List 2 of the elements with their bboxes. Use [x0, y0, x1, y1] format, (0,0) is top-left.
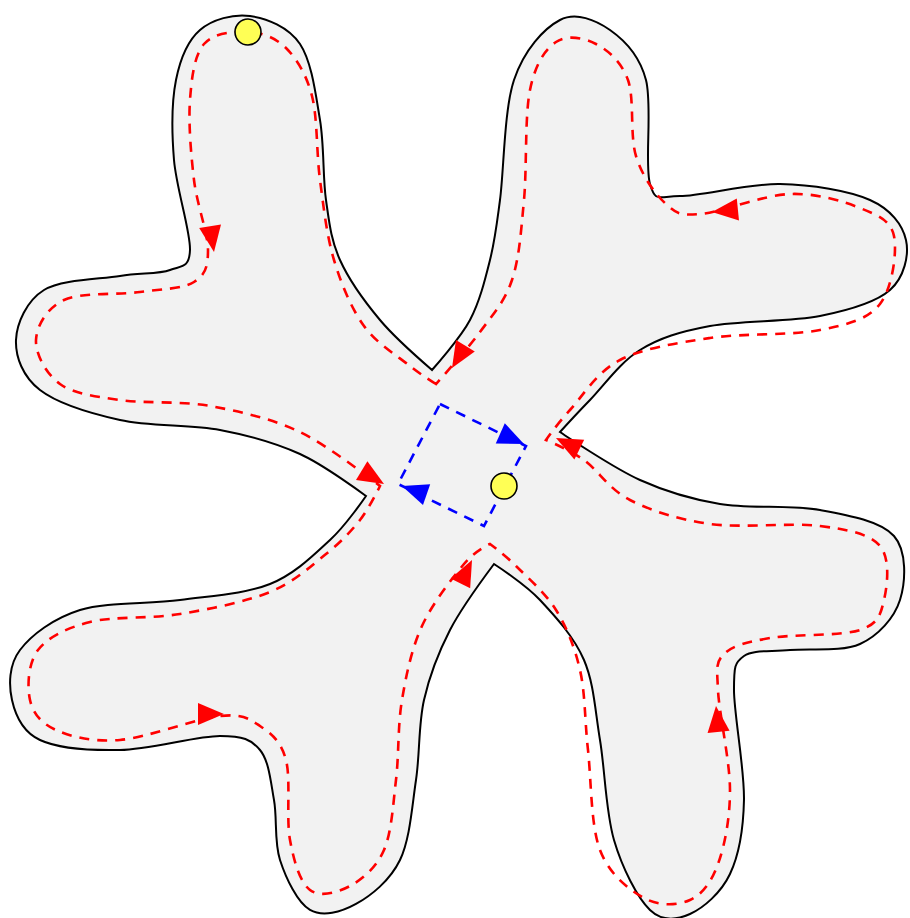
marker-dot — [490, 472, 518, 500]
marker-dot — [234, 18, 262, 46]
